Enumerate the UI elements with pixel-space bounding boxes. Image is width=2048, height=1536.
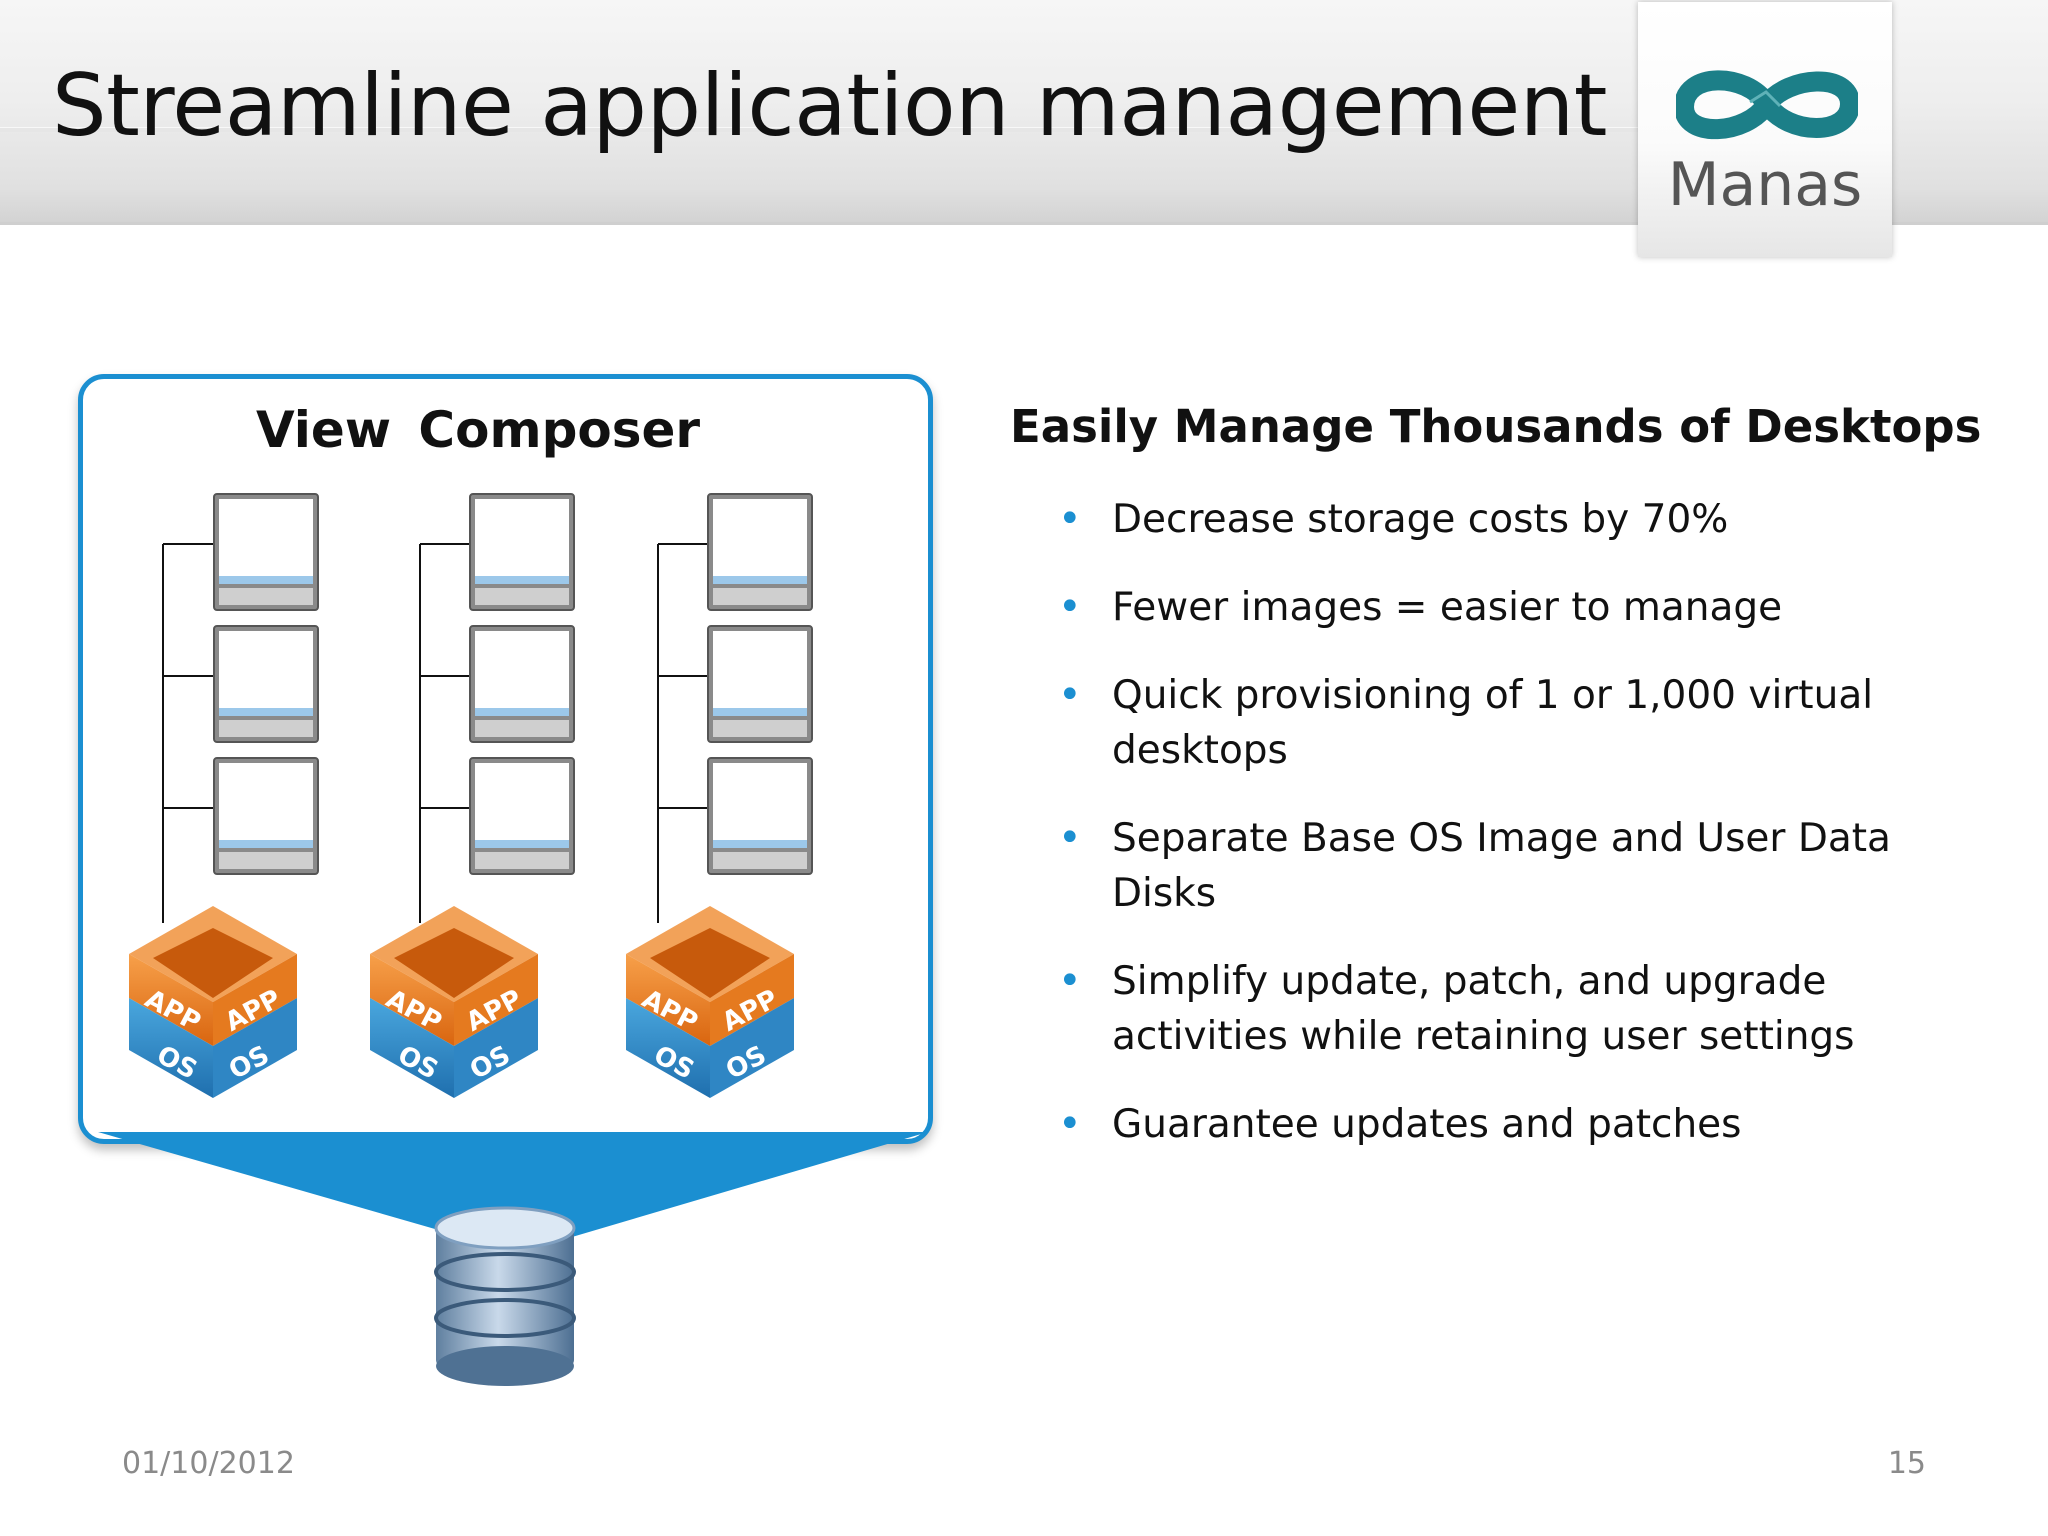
bullet-dot-icon: •: [1058, 672, 1082, 718]
bullet-item: • Separate Base OS Image and User Data Di…: [1058, 811, 1998, 921]
header-divider: [0, 127, 1640, 132]
logo-wordmark: Manas: [1667, 150, 1863, 220]
bullet-item: • Guarantee updates and patches: [1058, 1097, 1998, 1152]
bullet-list: • Decrease storage costs by 70% • Fewer im…: [1058, 492, 1998, 1185]
virtual-desktop: [658, 493, 813, 611]
infinity-logo-icon: [1676, 70, 1858, 140]
virtual-desktop: [658, 757, 813, 875]
bullet-item: • Fewer images = easier to manage: [1058, 580, 1998, 635]
bullet-text: Quick provisioning of 1 or 1,000 virtual…: [1112, 673, 1874, 773]
composer-title: View Composer: [255, 401, 701, 459]
virtual-desktop: [163, 625, 319, 743]
virtual-desktop: [163, 493, 319, 611]
virtual-desktop: [163, 757, 319, 875]
bullet-text: Fewer images = easier to manage: [1112, 585, 1783, 630]
bullet-dot-icon: •: [1058, 958, 1082, 1004]
slide-title: Streamline application management: [52, 56, 1608, 156]
bullet-text: Guarantee updates and patches: [1112, 1102, 1742, 1147]
content-heading: Easily Manage Thousands of Desktops: [1010, 400, 1982, 453]
bullet-text: Decrease storage costs by 70%: [1112, 497, 1729, 542]
bullet-dot-icon: •: [1058, 1101, 1082, 1147]
virtual-desktop: [420, 625, 575, 743]
bullet-dot-icon: •: [1058, 584, 1082, 630]
virtual-desktop: [420, 493, 575, 611]
bullet-item: • Decrease storage costs by 70%: [1058, 492, 1998, 547]
page-number: 15: [1887, 1446, 1926, 1481]
bullet-item: • Simplify update, patch, and upgrade act…: [1058, 954, 1998, 1064]
virtual-desktop: [420, 757, 575, 875]
bullet-item: • Quick provisioning of 1 or 1,000 virtua…: [1058, 668, 1998, 778]
bullet-text: Separate Base OS Image and User Data Dis…: [1112, 816, 1891, 916]
bullet-dot-icon: •: [1058, 815, 1082, 861]
storage-funnel: [98, 1132, 928, 1250]
company-logo: Manas: [1638, 2, 1892, 257]
bullet-text: Simplify update, patch, and upgrade acti…: [1112, 959, 1855, 1059]
virtual-desktop: [658, 625, 813, 743]
database-icon: [434, 1206, 576, 1386]
slide-date: 01/10/2012: [122, 1446, 295, 1481]
desktop-layer: [162, 493, 813, 923]
bullet-dot-icon: •: [1058, 496, 1082, 542]
